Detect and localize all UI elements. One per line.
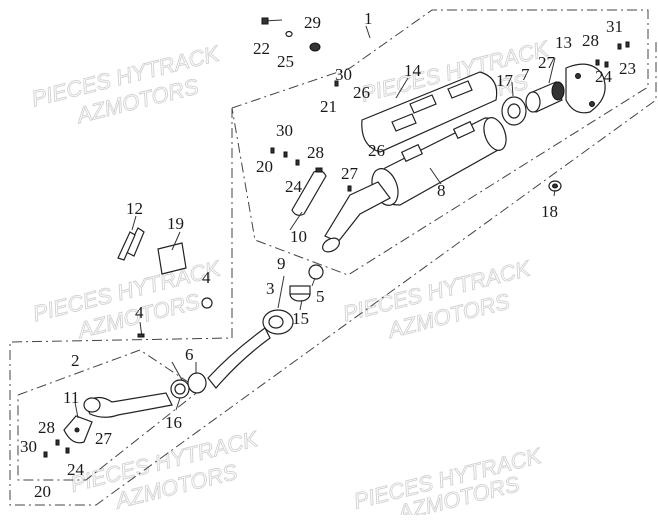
callout-12: 12 [126,199,143,218]
callout-20: 20 [34,482,51,501]
bolt [137,321,145,338]
heat-shield [361,71,498,153]
callout-27: 27 [341,164,359,183]
pipe-heat-shield [291,167,327,216]
end-cap [565,63,606,114]
assembly-boundaries [9,9,657,506]
bracket [117,227,145,261]
callout-3: 3 [266,279,275,298]
callout-1: 1 [364,9,373,28]
callout-2: 2 [71,351,80,370]
callout-24: 24 [67,460,85,479]
callout-26: 26 [368,141,385,160]
header-screws [43,439,70,458]
callout-4: 4 [135,303,144,322]
callout-15: 15 [292,309,309,328]
callout-23: 23 [619,59,636,78]
callout-30: 30 [20,437,37,456]
callout-19: 19 [167,214,184,233]
outer-assembly-boundary [9,40,657,506]
callout-24: 24 [285,177,303,196]
callout-28: 28 [307,143,324,162]
callout-18: 18 [541,202,558,221]
callout-8: 8 [437,181,446,200]
callout-7: 7 [521,65,530,84]
header-pipe [83,392,173,418]
callout-9: 9 [277,254,286,273]
callouts: 1 2 3 4 4 5 6 7 8 9 10 11 12 13 14 15 16… [20,9,636,501]
mid-joint [262,264,324,335]
mount-plate [157,242,187,275]
callout-26: 26 [353,83,370,102]
callout-27: 27 [538,53,556,72]
shield-screws [270,80,352,192]
leader-lines [74,25,556,419]
mid-pipe [170,327,271,399]
end-cap-bolts [595,41,630,68]
mount-hardware-top [261,17,321,52]
spark-arrestor [525,81,565,113]
header-assembly-boundary [17,349,201,481]
callout-13: 13 [555,33,572,52]
callout-20: 20 [256,157,273,176]
callout-21: 21 [320,97,337,116]
callout-30: 30 [276,121,293,140]
callout-4: 4 [202,268,211,287]
callout-6: 6 [185,345,194,364]
callout-10: 10 [290,227,307,246]
callout-22: 22 [253,39,270,58]
callout-30: 30 [335,65,352,84]
grommet [548,180,562,192]
callout-27: 27 [95,429,113,448]
callout-28: 28 [38,418,55,437]
callout-28: 28 [582,31,599,50]
callout-17: 17 [496,71,514,90]
header-shield [63,415,93,444]
gasket [501,96,527,126]
callout-11: 11 [63,388,79,407]
callout-25: 25 [277,52,294,71]
callout-5: 5 [316,287,325,306]
o-ring [201,297,213,309]
callout-29: 29 [304,13,321,32]
callout-24: 24 [595,67,613,86]
callout-16: 16 [165,413,182,432]
muffler [322,117,507,253]
callout-14: 14 [404,61,422,80]
callout-31: 31 [606,17,623,36]
muffler-assembly-boundary [231,9,649,276]
